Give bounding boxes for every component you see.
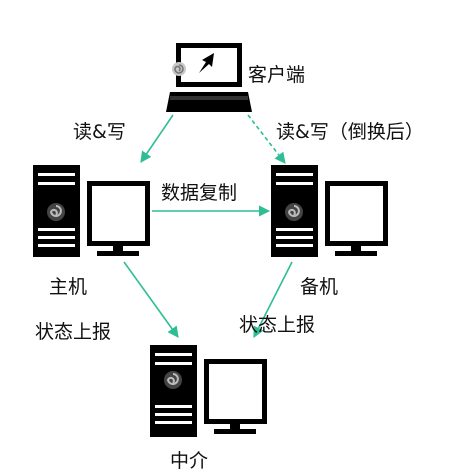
edge-label-replication: 数据复制 [161, 182, 238, 204]
primary-computer-icon [33, 165, 150, 257]
edge-client-to-primary [140, 114, 174, 163]
edge-label-client-to-standby: 读&写（倒换后） [276, 121, 424, 143]
edge-primary-status [123, 261, 179, 338]
edge-label-client-to-primary: 读&写 [73, 121, 126, 143]
arbiter-computer-icon [150, 345, 267, 437]
standby-computer-icon [271, 165, 388, 257]
edge-label-primary-status: 状态上报 [35, 321, 112, 343]
edge-label-standby-status: 状态上报 [239, 314, 316, 336]
node-label-primary: 主机 [49, 276, 88, 298]
edge-standby-status [253, 261, 293, 338]
edge-client-to-standby [247, 114, 286, 164]
node-label-arbiter: 中介 [170, 450, 209, 472]
node-label-client: 客户端 [248, 64, 306, 86]
client-laptop-icon [166, 43, 252, 112]
node-label-standby: 备机 [300, 276, 339, 298]
